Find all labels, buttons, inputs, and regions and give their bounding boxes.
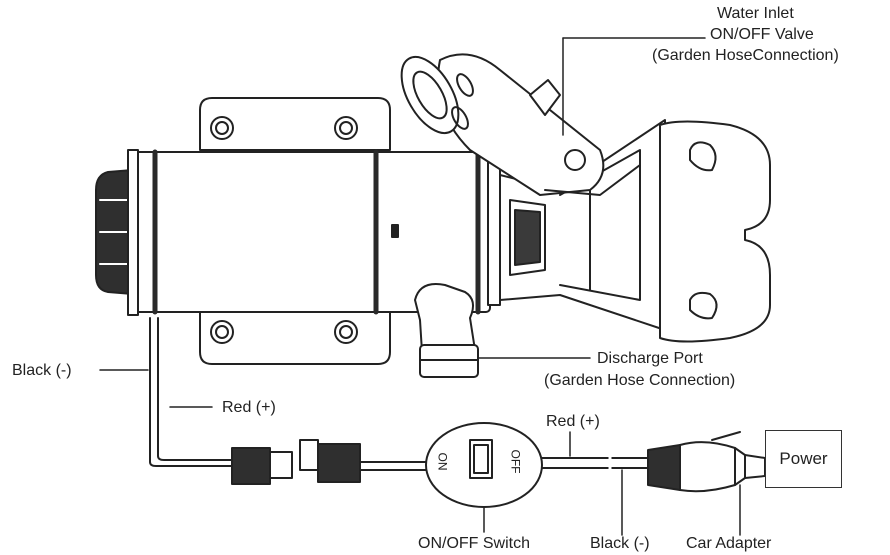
red-wire-label-left: Red (+)	[222, 399, 276, 416]
switch-housing	[425, 422, 543, 508]
switch-on-label: ON	[435, 452, 450, 471]
black-wire-label-bottom: Black (-)	[590, 535, 650, 552]
discharge-port	[414, 283, 479, 378]
power-label: Power	[779, 449, 828, 468]
car-plug	[647, 431, 766, 493]
car-adapter-label: Car Adapter	[686, 535, 772, 552]
discharge-port-label-1: Discharge Port	[597, 350, 703, 367]
power-box: Power	[765, 430, 842, 488]
end-cap-knob	[95, 149, 139, 316]
red-wire-label-right: Red (+)	[546, 413, 600, 430]
leader-lines	[99, 37, 741, 536]
discharge-port-label-2: (Garden Hose Connection)	[544, 372, 736, 389]
switch-off-label: OFF	[508, 449, 523, 474]
ball-valve	[400, 53, 641, 196]
black-wire-label-left: Black (-)	[12, 362, 72, 379]
water-inlet-label-2: ON/OFF Valve	[710, 26, 814, 43]
switch-label: ON/OFF Switch	[418, 535, 531, 552]
water-inlet-label-1: Water Inlet	[717, 5, 794, 22]
mount-plate-bottom	[199, 309, 391, 365]
mount-plate-top	[199, 97, 391, 151]
water-inlet-label-3: (Garden HoseConnection)	[652, 47, 839, 64]
sae-connector	[231, 439, 361, 485]
inlet-flange	[659, 120, 771, 343]
